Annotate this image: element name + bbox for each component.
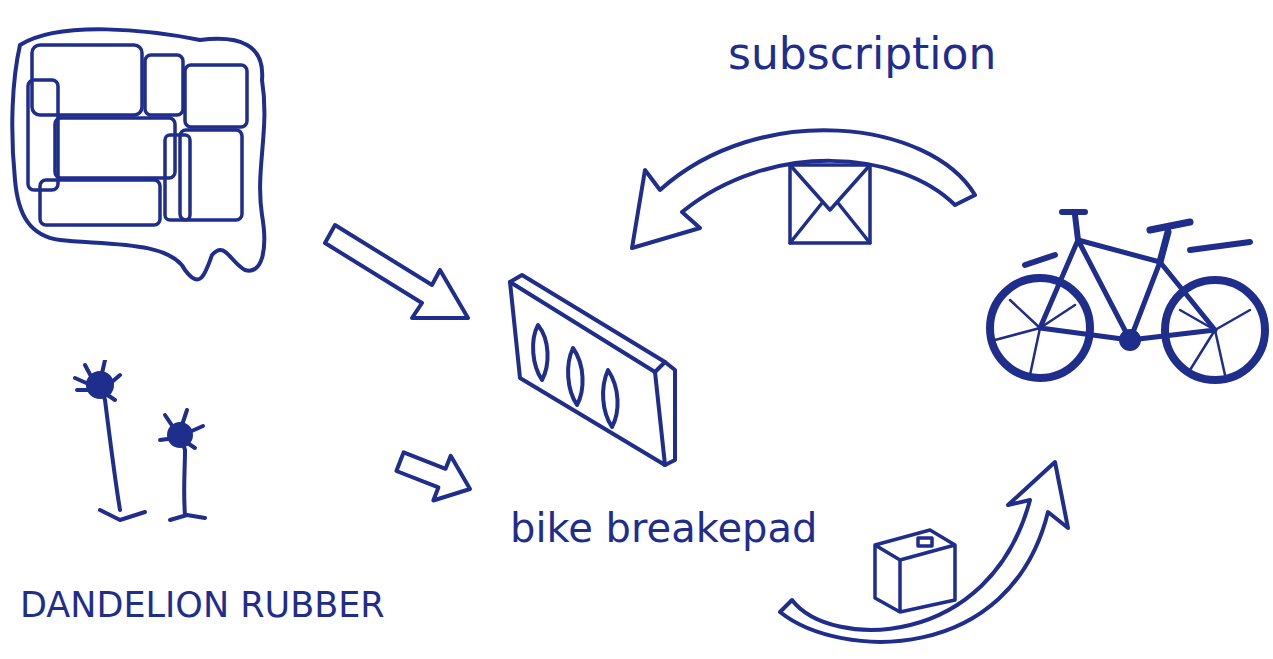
bicycle [990,212,1265,380]
delivery-arrow [780,462,1068,642]
arrow-label: subscription [728,28,996,79]
material-blob [12,29,264,279]
node-label: bike breakepad [510,505,817,551]
material-node: DANDELION RUBBER [15,360,400,650]
envelope-icon [790,165,870,243]
product-node: bike breakepad [470,270,850,590]
material-blocks [28,45,247,225]
node-label: DANDELION RUBBER [20,585,385,625]
parcel-icon [875,530,955,612]
flow-arrow [396,452,470,500]
material-arrow [325,225,468,318]
subscription-arrow [632,130,975,248]
